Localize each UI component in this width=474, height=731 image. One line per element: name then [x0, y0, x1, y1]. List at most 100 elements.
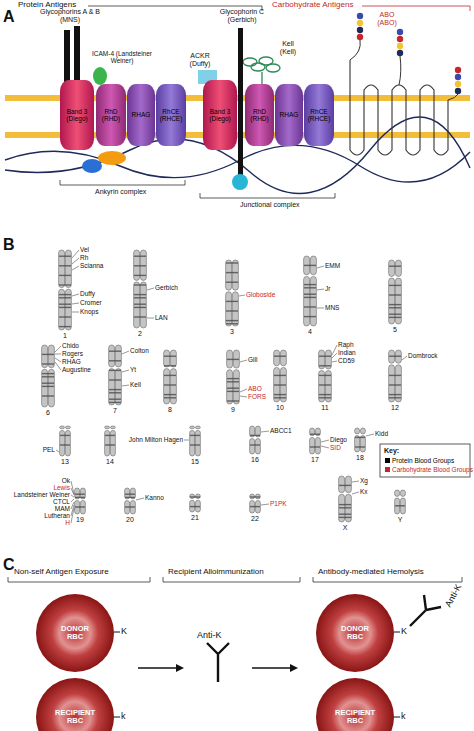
leader-line [55, 362, 61, 370]
chromosome-band [274, 384, 286, 385]
kell-coil-loop [243, 58, 257, 66]
chromosome-band [227, 378, 239, 379]
chromosome-band [164, 394, 176, 395]
chromosome-number: 17 [285, 456, 345, 464]
text-label: Ankyrin complex [95, 188, 146, 196]
text-label: Diego [330, 436, 347, 443]
sugar-dot [455, 88, 461, 94]
text-label: Kell (Kell) [276, 40, 300, 56]
chromosome-band [134, 275, 146, 276]
membrane-protein: RhD (RHD) [245, 84, 274, 146]
chromatid-arm [170, 369, 176, 404]
leader-line [72, 312, 79, 313]
sugar-dot [357, 34, 363, 40]
chromosome-band [60, 435, 70, 436]
chromosome-number: 16 [225, 456, 285, 464]
leader-line [147, 318, 154, 319]
chromatid-arm [105, 430, 110, 456]
chromosome-band [395, 505, 405, 506]
text-label: EMM [325, 262, 340, 269]
sugar-dot [455, 81, 461, 87]
text-label: MNS [325, 304, 339, 311]
chromosome-band [164, 384, 176, 385]
chromosome-band [304, 287, 316, 288]
chromosome-number: 15 [165, 458, 225, 466]
chromatid-arm [48, 369, 54, 407]
stage-bracket [163, 577, 300, 582]
text-label: Yt [130, 366, 136, 373]
text-label: CD59 [338, 357, 355, 364]
protein-label: RhCE (RHCE) [157, 108, 186, 122]
leader-line [239, 295, 245, 296]
sugar-dot [455, 67, 461, 73]
text-label: Landsteiner Weiner [14, 491, 70, 498]
chromosome-band [274, 375, 286, 376]
leader-line [55, 346, 61, 352]
chromosome-band [134, 307, 146, 308]
panel-letter: B [3, 236, 15, 254]
chromosome-band [319, 356, 331, 357]
sugar-dot [397, 29, 403, 35]
chromatid-arm [233, 370, 239, 404]
leader-line [184, 440, 189, 441]
rbc-cell: RECIPIENT RBC [36, 678, 114, 731]
glycophorin-c-bar [238, 28, 243, 178]
chromosome-band [109, 389, 121, 390]
ankyrin-protein [82, 159, 102, 173]
arrow-head [176, 664, 184, 672]
chromosome-band [59, 294, 71, 295]
chromosome-number: X [315, 524, 375, 532]
text-label: Duffy [80, 290, 95, 297]
stage-bracket [8, 577, 150, 582]
chromosome [125, 488, 136, 514]
chromosome-band [389, 304, 401, 305]
rbc-cell: RECIPIENT RBC [316, 678, 394, 731]
text-label: Scianna [80, 262, 104, 269]
chromatid-arm [65, 430, 70, 456]
text-label: Gill [248, 356, 257, 363]
chromosome-band [389, 307, 401, 308]
chromosome-band [389, 266, 401, 267]
text-label: H [65, 519, 70, 526]
leader-line [317, 308, 324, 309]
text-label: Recipient Alloimmunization [168, 568, 264, 577]
chromosome-band [164, 356, 176, 357]
text-label: Xg [360, 477, 368, 484]
antibody-symbol [410, 595, 441, 626]
kell-coil [243, 57, 280, 84]
glycan-stem [399, 56, 401, 85]
text-label: Jr [325, 285, 330, 292]
chromosome-band [319, 397, 331, 398]
chromosome [389, 260, 402, 324]
leader-line [136, 498, 144, 500]
text-label: Cromer [80, 299, 102, 306]
chromosome-band [389, 356, 401, 357]
leader-line [71, 495, 74, 497]
legend-swatch [385, 458, 390, 463]
chromosome-band [226, 282, 238, 283]
chromosome-band [42, 373, 54, 374]
text-label: John Milton Hagen [129, 436, 183, 443]
text-label: ACKR (Duffy) [184, 52, 216, 68]
chromosome [355, 428, 366, 452]
chromosome-number: Y [370, 516, 430, 524]
chromosome-band [59, 284, 71, 285]
chromosome [339, 476, 352, 522]
chromosome-band [274, 356, 286, 357]
text-label: RHAG [62, 358, 81, 365]
leader-line [71, 488, 74, 495]
text-label: Colton [130, 347, 149, 354]
membrane-protein: RhCE (RHCE) [156, 84, 186, 146]
text-label: K [121, 626, 127, 636]
leader-line [402, 356, 407, 360]
membrane-protein: Band 3 (Diego) [203, 80, 237, 150]
leader-line [72, 250, 79, 258]
chromosome-band [389, 317, 401, 318]
chromosome-band [42, 376, 54, 377]
leader-line [240, 389, 247, 392]
text-label: FORS [248, 393, 266, 400]
chromosome-band [389, 285, 401, 286]
text-label: MAM [55, 505, 70, 512]
chromatid-arm [345, 476, 351, 493]
chromosome-band [164, 397, 176, 398]
